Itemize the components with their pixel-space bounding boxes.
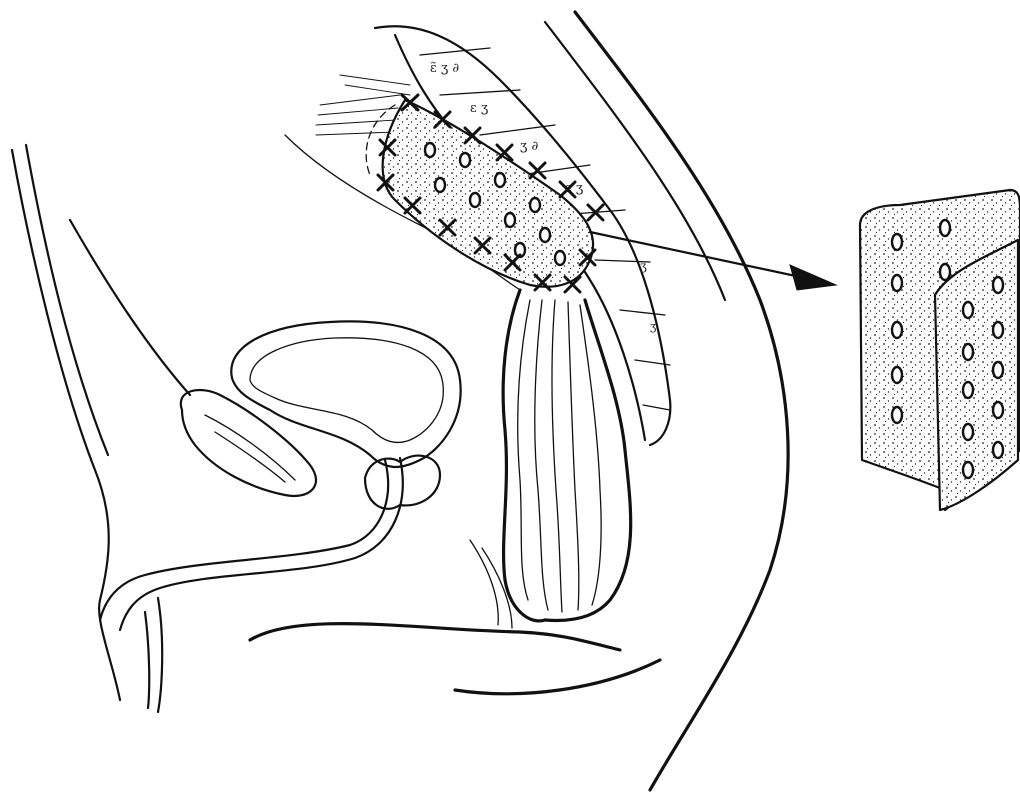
mesh-detail — [860, 190, 1020, 510]
bladder — [100, 321, 461, 630]
svg-text:ʒ: ʒ — [650, 320, 656, 333]
svg-text:ʒ: ʒ — [640, 259, 647, 273]
svg-text:ʒ ∂: ʒ ∂ — [520, 139, 538, 154]
svg-text:ɛ̃ ʒ ∂: ɛ̃ ʒ ∂ — [430, 61, 459, 76]
pubic-symphysis — [181, 390, 316, 496]
svg-text:ɛ ʒ: ɛ ʒ — [470, 101, 488, 116]
